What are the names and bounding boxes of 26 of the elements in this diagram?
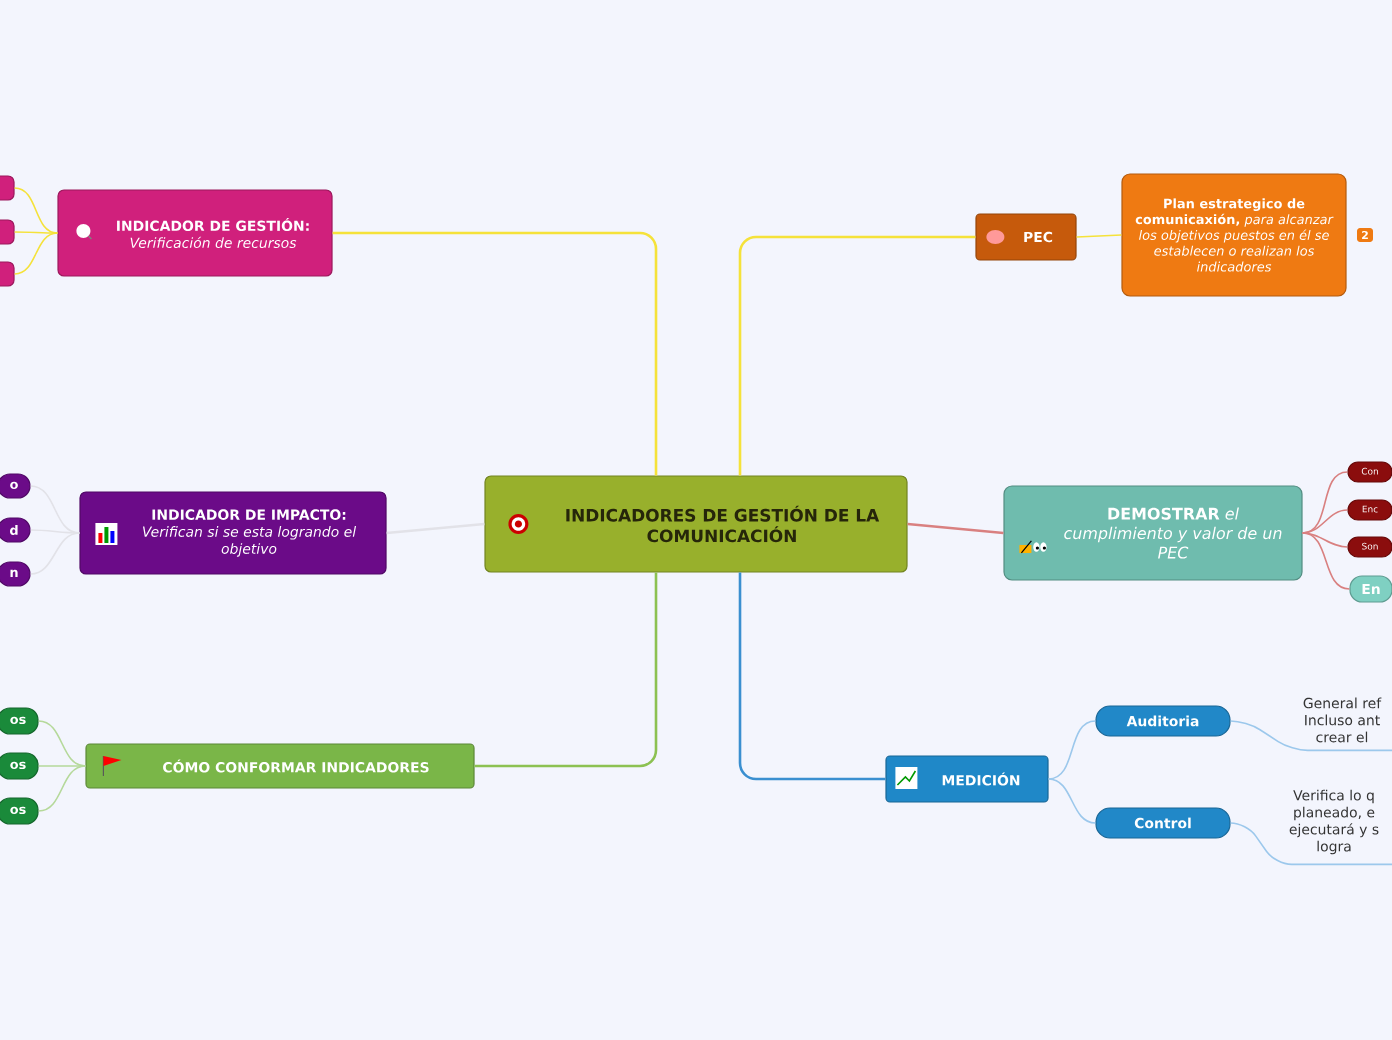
subtopic-pill [0, 219, 15, 245]
connector [13, 187, 59, 234]
connector [332, 231, 658, 476]
connector [13, 232, 59, 275]
connector [1047, 720, 1097, 780]
connector [474, 572, 658, 768]
central-topic-box: INDICADORES DE GESTIÓN DE LA COMUNICACIÓN [484, 475, 908, 573]
connector [1075, 234, 1123, 238]
connector [738, 572, 886, 781]
connector [738, 235, 976, 476]
connector [1301, 509, 1349, 534]
connector [1301, 532, 1349, 548]
connector [37, 765, 87, 767]
connector [386, 522, 485, 535]
subtopic-pill [0, 175, 15, 201]
connector [37, 720, 87, 767]
connector [37, 765, 87, 812]
subtopic-pill [0, 261, 15, 287]
connector [907, 522, 1004, 535]
connector [1229, 822, 1392, 866]
connector [1047, 778, 1097, 824]
connector [1229, 720, 1392, 752]
connector [29, 485, 81, 534]
connector [29, 532, 81, 575]
connector [13, 231, 59, 234]
connector [1301, 532, 1351, 590]
